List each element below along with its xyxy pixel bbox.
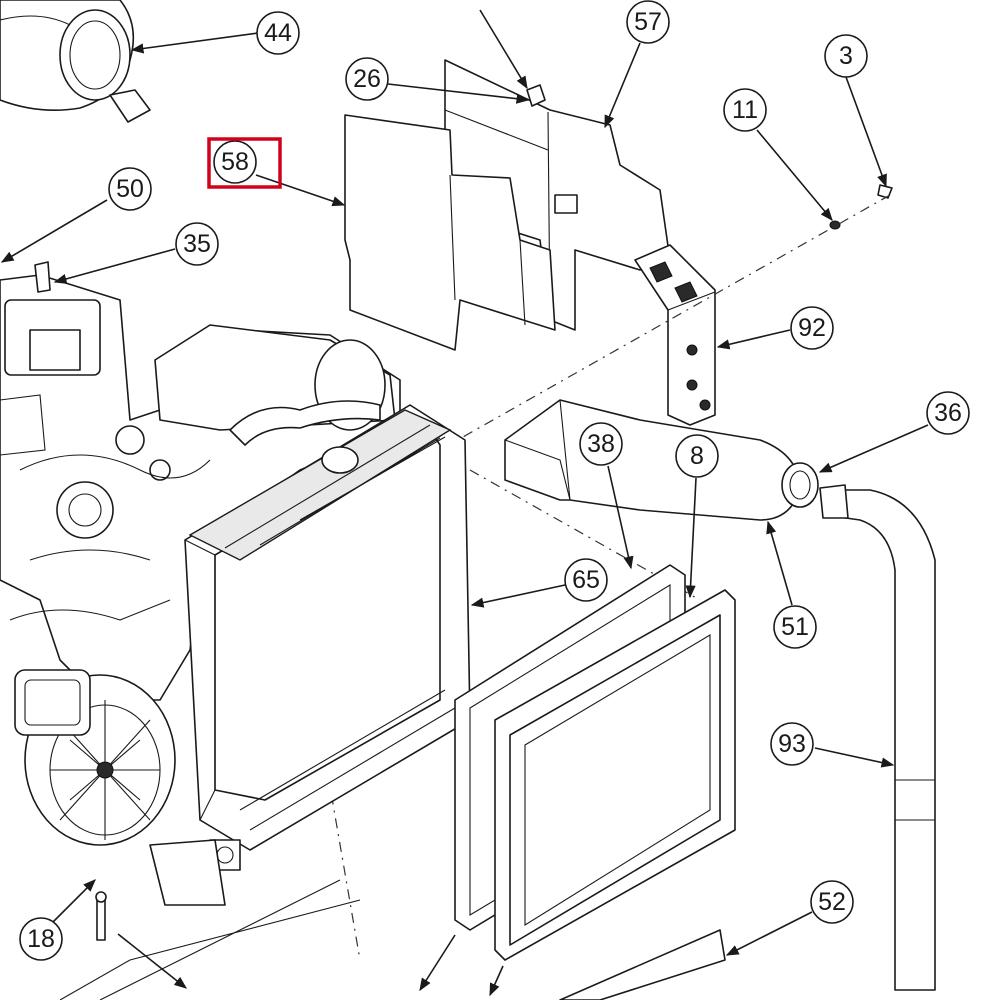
leader-35 — [53, 248, 176, 284]
washer-11 — [829, 220, 841, 230]
callout-label: 57 — [634, 8, 662, 36]
leader-92 — [716, 329, 791, 350]
callout-label: 44 — [264, 19, 292, 47]
air-cleaner-part — [0, 0, 151, 123]
callout-52: 52 — [810, 880, 854, 924]
callout-label: 58 — [221, 148, 249, 176]
callout-44: 44 — [256, 11, 300, 55]
leader-lines — [0, 9, 929, 997]
deflector-panel-58 — [344, 114, 556, 351]
callout-label: 52 — [818, 888, 846, 916]
leader-52 — [725, 911, 813, 956]
callout-18: 18 — [19, 917, 63, 961]
callout-label: 65 — [572, 566, 600, 594]
hose-93 — [819, 484, 936, 991]
engine-assembly — [0, 261, 401, 701]
callout-51: 51 — [773, 605, 817, 649]
screw-3 — [877, 184, 893, 199]
callout-label: 18 — [27, 925, 55, 953]
leader-11 — [756, 129, 833, 221]
radiator — [149, 404, 471, 906]
callout-label: 8 — [690, 442, 704, 470]
leader-26 — [387, 83, 530, 104]
callout-label: 36 — [934, 399, 962, 427]
callout-label: 50 — [116, 175, 144, 203]
leader-18b — [117, 933, 188, 989]
leader-50 — [0, 199, 108, 263]
leader-8 — [685, 477, 697, 599]
bracket-92 — [634, 244, 716, 426]
callout-57: 57 — [626, 0, 670, 44]
callout-label: 26 — [353, 65, 381, 93]
callout-65: 65 — [564, 558, 608, 602]
callout-label: 51 — [781, 613, 809, 641]
panel-52 — [559, 929, 726, 1000]
callout-label: 93 — [778, 730, 806, 758]
leader-bottom-a — [419, 934, 456, 992]
duct-51 — [504, 399, 801, 521]
callout-8: 8 — [675, 434, 719, 478]
leader-51 — [766, 520, 793, 606]
callout-50: 50 — [108, 167, 152, 211]
callout-label: 11 — [732, 96, 758, 124]
leader-36 — [818, 424, 929, 473]
callout-36: 36 — [926, 391, 970, 435]
highlight-box — [207, 137, 282, 189]
callout-58: 58 — [207, 137, 282, 189]
callout-label: 35 — [183, 230, 211, 258]
callout-label: 38 — [587, 430, 615, 458]
leader-bottom-b — [489, 965, 504, 997]
leader-18 — [52, 879, 96, 923]
callout-label: 3 — [839, 42, 853, 70]
leader-65 — [470, 584, 566, 608]
callout-35: 35 — [175, 222, 219, 266]
callout-38: 38 — [579, 422, 623, 466]
cooling-fan — [14, 669, 176, 846]
clamp-36 — [781, 462, 819, 508]
leader-38 — [607, 465, 634, 570]
callout-93: 93 — [770, 722, 814, 766]
leader-93 — [814, 747, 895, 768]
leader-57 — [604, 42, 641, 129]
callout-11: 11 — [723, 88, 767, 132]
callout-26: 26 — [345, 57, 389, 101]
leader-3 — [845, 76, 887, 188]
callout-92: 92 — [790, 306, 834, 350]
leader-58 — [255, 174, 346, 207]
leader-top — [479, 9, 528, 90]
callout-3: 3 — [824, 34, 868, 78]
pin-18 — [95, 891, 107, 941]
callout-label: 92 — [798, 314, 826, 342]
leader-44 — [130, 32, 259, 54]
frame-8 — [494, 589, 736, 961]
